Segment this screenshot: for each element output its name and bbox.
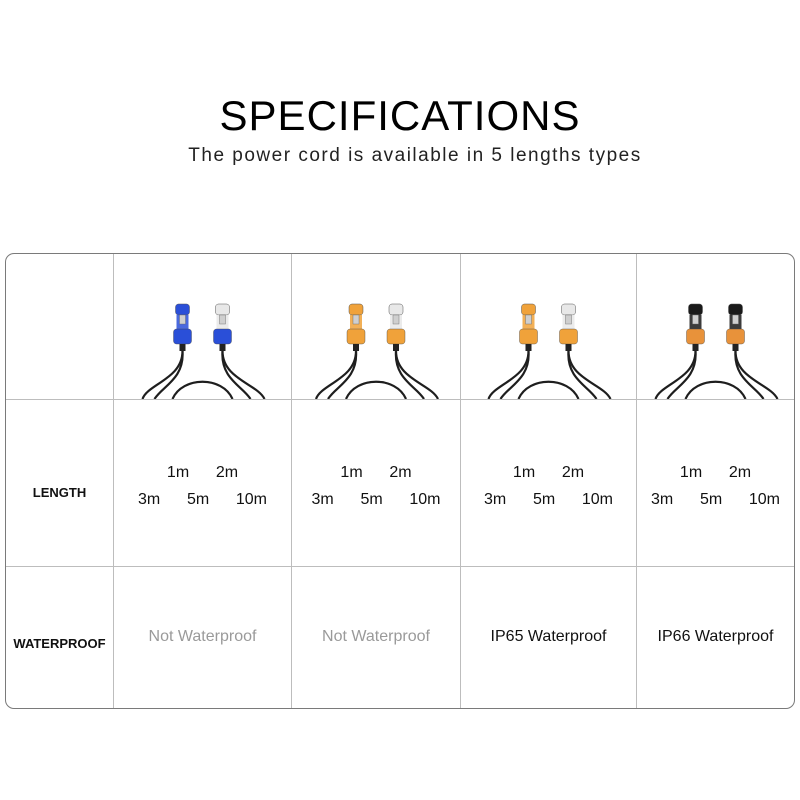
waterproof-cell-4: IP66 Waterproof [657, 628, 774, 645]
cable-loop-icon [314, 350, 439, 399]
length-row-label: LENGTH [32, 485, 87, 500]
waterproof-cell-2: Not Waterproof [322, 628, 430, 645]
right-connector-icon [559, 303, 578, 351]
length-cell-4: 1m 2m 3m 5m 10m [637, 400, 794, 566]
waterproof-row-label: WATERPROOF [13, 636, 106, 651]
length-cell-3: 1m 2m 3m 5m 10m [461, 400, 636, 566]
spec-table: LENGTH WATERPROOF 1m 2m 3m 5m 10m 1m 2m … [5, 253, 795, 709]
length-cell-1: 1m 2m 3m 5m 10m [114, 400, 291, 566]
cable-image-1 [114, 254, 291, 399]
waterproof-cell-3: IP65 Waterproof [490, 628, 607, 645]
cable-svg [654, 303, 779, 399]
column-divider [460, 254, 461, 708]
page-subtitle: The power cord is available in 5 lengths… [188, 145, 642, 166]
cable-image-4 [637, 254, 794, 399]
length-5m: 5m [186, 491, 210, 508]
length-5m: 5m [360, 491, 383, 508]
length-1m: 1m [512, 464, 536, 481]
length-3m: 3m [311, 491, 334, 508]
length-3m: 3m [484, 491, 507, 508]
column-divider [291, 254, 292, 708]
length-2m: 2m [389, 464, 412, 481]
length-1m: 1m [166, 464, 190, 481]
left-connector-icon [686, 303, 705, 351]
length-2m: 2m [215, 464, 239, 481]
length-10m: 10m [581, 491, 613, 508]
cable-loop-icon [487, 350, 612, 399]
cable-svg [141, 303, 266, 399]
waterproof-cell-1: Not Waterproof [148, 628, 257, 645]
cable-image-2 [292, 254, 460, 399]
right-connector-icon [213, 303, 232, 351]
left-connector-icon [519, 303, 538, 351]
length-cell-2: 1m 2m 3m 5m 10m [292, 400, 460, 566]
left-connector-icon [346, 303, 366, 351]
column-divider [636, 254, 637, 708]
page-title: SPECIFICATIONS [219, 92, 581, 139]
cable-image-3 [461, 254, 636, 399]
length-2m: 2m [561, 464, 585, 481]
length-5m: 5m [532, 491, 556, 508]
left-connector-icon [173, 303, 192, 351]
length-1m: 1m [679, 464, 703, 481]
right-connector-icon [726, 303, 745, 351]
right-connector-icon [386, 303, 406, 351]
cable-loop-icon [654, 350, 779, 399]
column-divider [113, 254, 114, 708]
row-divider [6, 566, 794, 567]
length-10m: 10m [235, 491, 267, 508]
length-3m: 3m [651, 491, 674, 508]
length-1m: 1m [340, 464, 363, 481]
cable-svg [314, 303, 439, 399]
length-10m: 10m [409, 491, 441, 508]
cable-svg [487, 303, 612, 399]
row-divider [6, 399, 794, 400]
length-10m: 10m [748, 491, 780, 508]
length-5m: 5m [699, 491, 723, 508]
length-2m: 2m [728, 464, 752, 481]
cable-loop-icon [141, 350, 266, 399]
length-3m: 3m [138, 491, 161, 508]
